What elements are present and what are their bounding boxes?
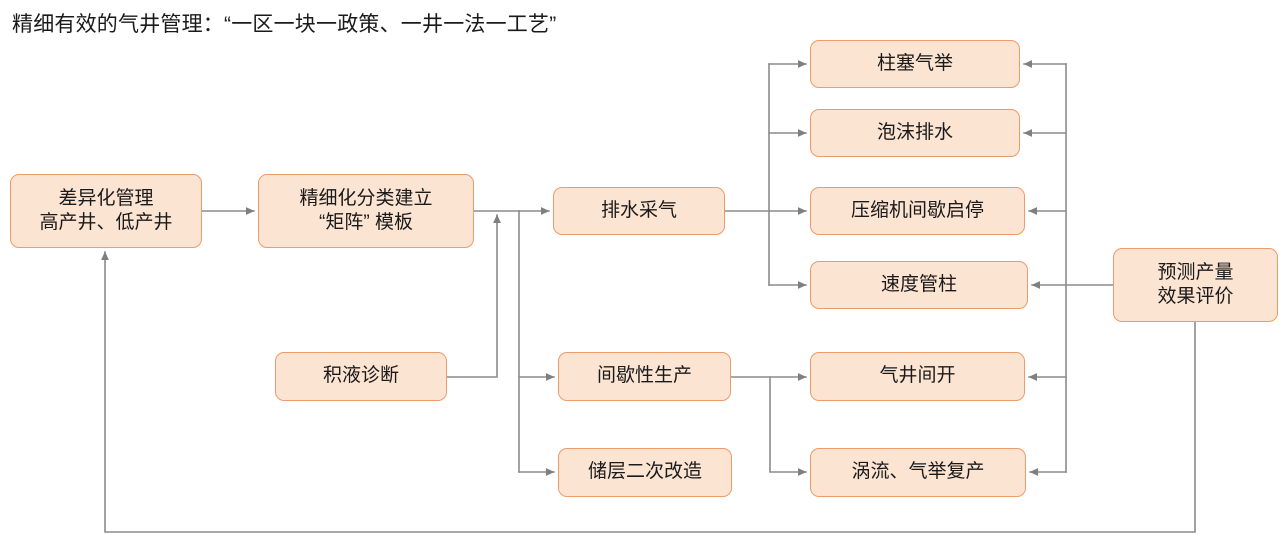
node-plunger-lift[interactable]: 柱塞气举 xyxy=(810,40,1020,88)
node-vortex-gaslift-restore[interactable]: 涡流、气举复产 xyxy=(810,448,1026,497)
node-production-forecast-evaluation[interactable]: 预测产量 效果评价 xyxy=(1113,248,1278,322)
node-liquid-loading-diagnosis[interactable]: 积液诊断 xyxy=(275,352,447,401)
node-drainage-gas-recovery[interactable]: 排水采气 xyxy=(553,187,725,235)
node-differentiated-management[interactable]: 差异化管理 高产井、低产井 xyxy=(10,174,202,248)
edge-n9-n12 xyxy=(769,376,807,476)
node-intermittent-production[interactable]: 间歇性生产 xyxy=(558,352,731,401)
edge-n8-n2 xyxy=(446,214,501,378)
node-foam-drainage[interactable]: 泡沫排水 xyxy=(810,109,1020,157)
node-gas-well-intermittent-open[interactable]: 气井间开 xyxy=(810,352,1025,401)
node-compressor-intermittent[interactable]: 压缩机间歇启停 xyxy=(810,187,1025,235)
edge-n13-n1 xyxy=(101,251,1196,533)
page-title: 精细有效的气井管理：“一区一块一政策、一井一法一工艺” xyxy=(12,13,557,36)
node-reservoir-restimulation[interactable]: 储层二次改造 xyxy=(558,448,732,497)
node-matrix-template[interactable]: 精细化分类建立 “矩阵” 模板 xyxy=(258,174,474,248)
node-velocity-string[interactable]: 速度管柱 xyxy=(810,261,1028,309)
